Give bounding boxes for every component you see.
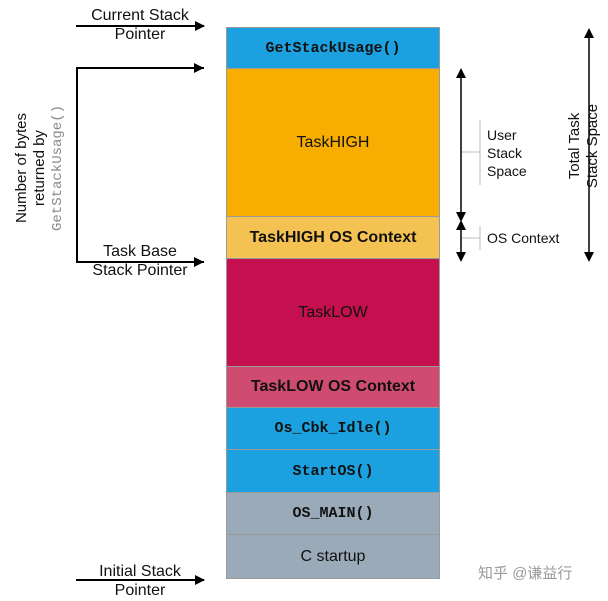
bytes-bracket — [76, 67, 204, 263]
label-line: Pointer — [114, 582, 166, 599]
block-os-cbk-idle: Os_Cbk_Idle() — [227, 408, 439, 450]
total-task-stack-space-label: Total Task Stack Space — [566, 96, 606, 196]
os-context-label: OS Context — [487, 230, 560, 246]
label-line: Number of bytes — [13, 112, 30, 224]
label-line: Total Task — [566, 112, 583, 180]
label-line: Initial Stack — [99, 563, 181, 580]
label-line: returned by — [31, 130, 48, 206]
user-stack-space-label: User Stack Space — [487, 126, 527, 180]
block-label: StartOS() — [292, 462, 374, 480]
block-label: TaskHIGH OS Context — [249, 228, 417, 246]
label-line: Space — [487, 163, 527, 179]
block-taskhigh: TaskHIGH — [227, 69, 439, 217]
bytes-returned-label: Number of bytes returned by GetStackUsag… — [13, 78, 73, 258]
label-line: Stack Space — [584, 103, 601, 189]
label-line: Stack — [487, 145, 523, 161]
label-line: Stack Pointer — [92, 262, 188, 279]
block-taskhigh-os-context: TaskHIGH OS Context — [227, 217, 439, 259]
block-c-startup: C startup — [227, 535, 439, 578]
label-line: User — [487, 127, 517, 143]
label-line: GetStackUsage() — [50, 104, 66, 232]
initial-stack-pointer-label: Initial Stack Pointer — [80, 562, 200, 600]
block-label: OS_MAIN() — [292, 505, 374, 522]
task-base-stack-pointer-label: Task Base Stack Pointer — [78, 242, 202, 280]
block-label: TaskLOW — [298, 303, 368, 321]
label-line: Current Stack — [91, 7, 189, 24]
block-startos: StartOS() — [227, 450, 439, 493]
block-getstackusage: GetStackUsage() — [227, 28, 439, 69]
block-label: C startup — [300, 547, 366, 565]
watermark: 知乎 @谦益行 — [478, 565, 573, 582]
block-tasklow-os-context: TaskLOW OS Context — [227, 367, 439, 408]
label-line: Pointer — [114, 26, 166, 43]
block-tasklow: TaskLOW — [227, 259, 439, 367]
stack-column: GetStackUsage() TaskHIGH TaskHIGH OS Con… — [226, 27, 440, 579]
block-label: TaskHIGH — [296, 133, 370, 151]
block-label: Os_Cbk_Idle() — [274, 420, 392, 437]
block-label: TaskLOW OS Context — [250, 378, 416, 395]
current-stack-pointer-label: Current Stack Pointer — [80, 6, 200, 44]
block-os-main: OS_MAIN() — [227, 493, 439, 535]
label-line: Task Base — [103, 243, 177, 260]
block-label: GetStackUsage() — [265, 39, 401, 57]
